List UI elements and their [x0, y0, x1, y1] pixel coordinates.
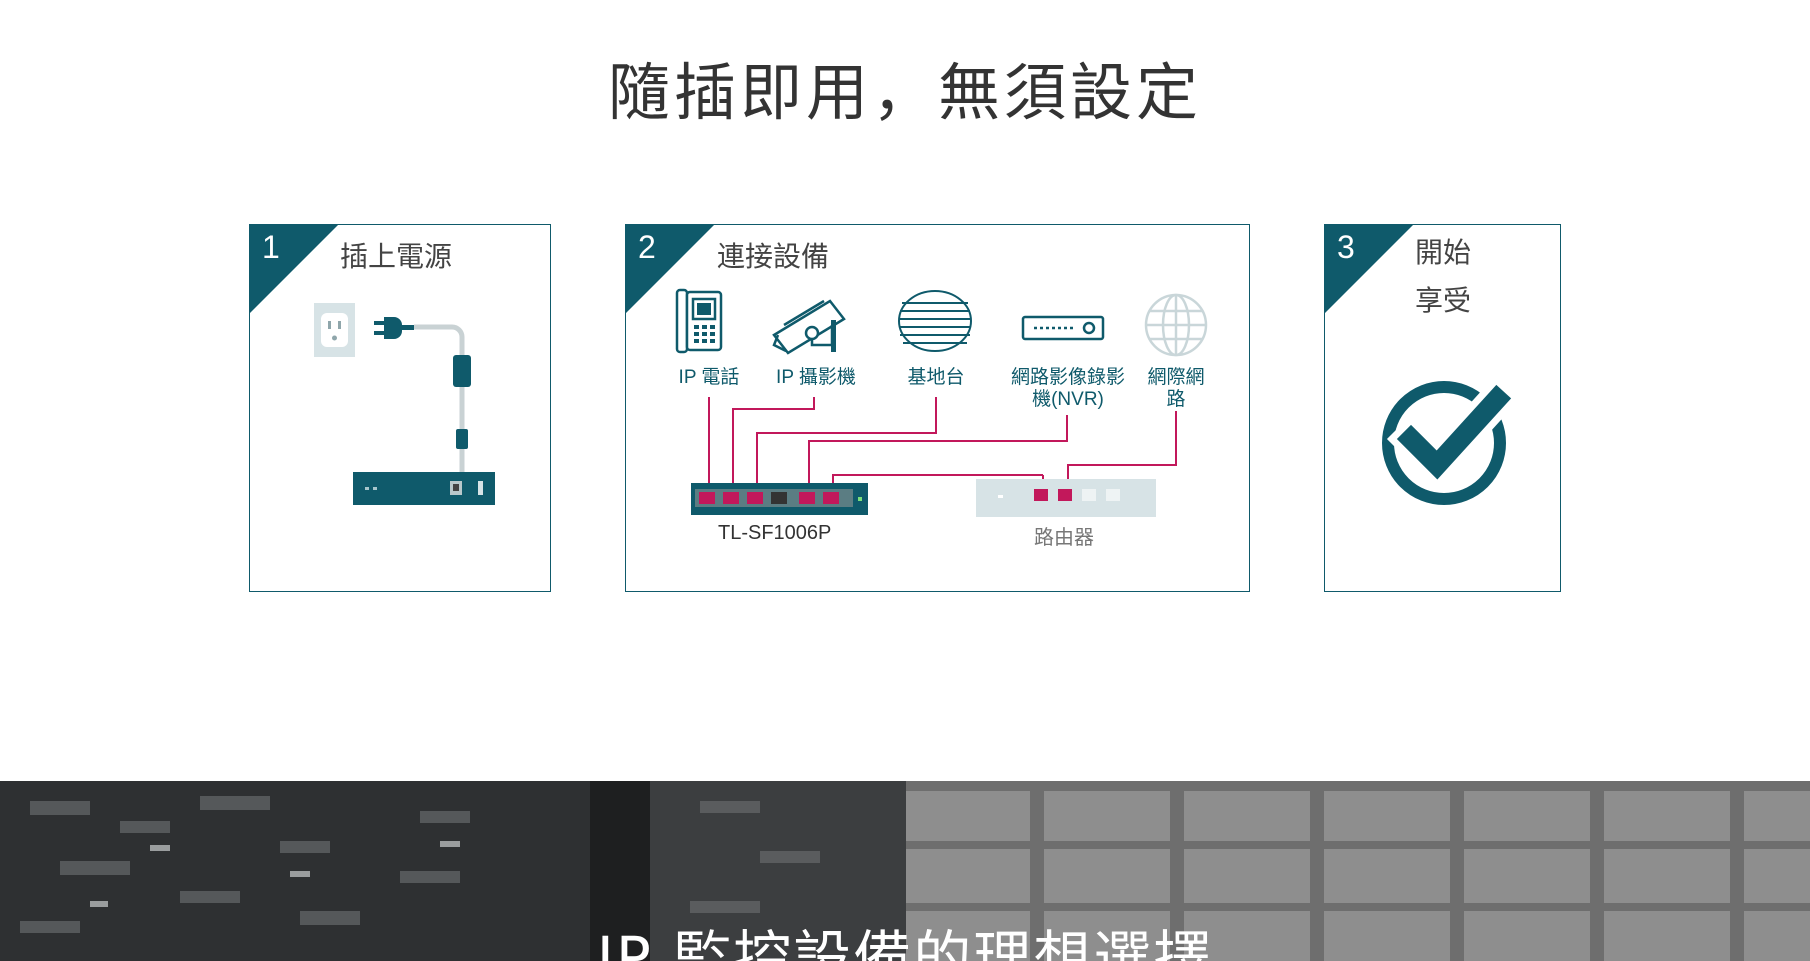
- device-label-ip-phone: IP 電話: [678, 367, 740, 388]
- hero-banner: IP 監控設備的理想選擇: [0, 781, 1810, 961]
- step-label: 連接設備: [717, 240, 830, 273]
- network-diagram: [675, 288, 1208, 517]
- ip-phone-icon: [675, 288, 723, 354]
- checkmark-illustration: [1382, 374, 1522, 505]
- step-number: 3: [1337, 229, 1355, 265]
- access-point-icon: [898, 290, 972, 352]
- device-label-nvr: 網路影像錄影機(NVR): [1010, 367, 1125, 410]
- router-label: 路由器: [1034, 525, 1094, 549]
- check-circle-icon: [1382, 374, 1522, 505]
- page-title: 隨插即用，無須設定: [607, 56, 1202, 129]
- step-card-power: 1 插上電源: [249, 224, 551, 592]
- wall-outlet-icon: [314, 303, 355, 357]
- adapter-icon: [453, 355, 471, 387]
- banner-title: IP 監控設備的理想選擇: [596, 924, 1214, 961]
- globe-icon: [1144, 293, 1208, 357]
- device-label-ip-camera: IP 攝影機: [776, 367, 856, 388]
- power-plug-illustration: [314, 303, 495, 505]
- switch-device-icon: [353, 472, 495, 505]
- nvr-icon: [1021, 315, 1105, 341]
- step-corner: [250, 225, 338, 313]
- step-number: 1: [262, 229, 280, 265]
- step-card-enjoy: 3 開始享受: [1324, 224, 1561, 592]
- step-label: 插上電源: [340, 240, 453, 273]
- plug-icon: [374, 317, 414, 339]
- step-corner: [1325, 225, 1413, 313]
- step-number: 2: [638, 229, 656, 265]
- step-label: 開始享受: [1415, 236, 1472, 317]
- ethernet-cables: [708, 397, 1177, 487]
- router-device-icon: [976, 479, 1156, 517]
- device-label-internet: 網際網路: [1147, 367, 1205, 410]
- switch-model-label: TL-SF1006P: [718, 522, 832, 544]
- device-label-access-point: 基地台: [907, 367, 965, 388]
- switch-device-icon: [691, 483, 868, 515]
- server-room-background: [0, 781, 1810, 961]
- step-card-connect: 2 連接設備: [625, 224, 1250, 592]
- ip-camera-icon: [772, 299, 846, 355]
